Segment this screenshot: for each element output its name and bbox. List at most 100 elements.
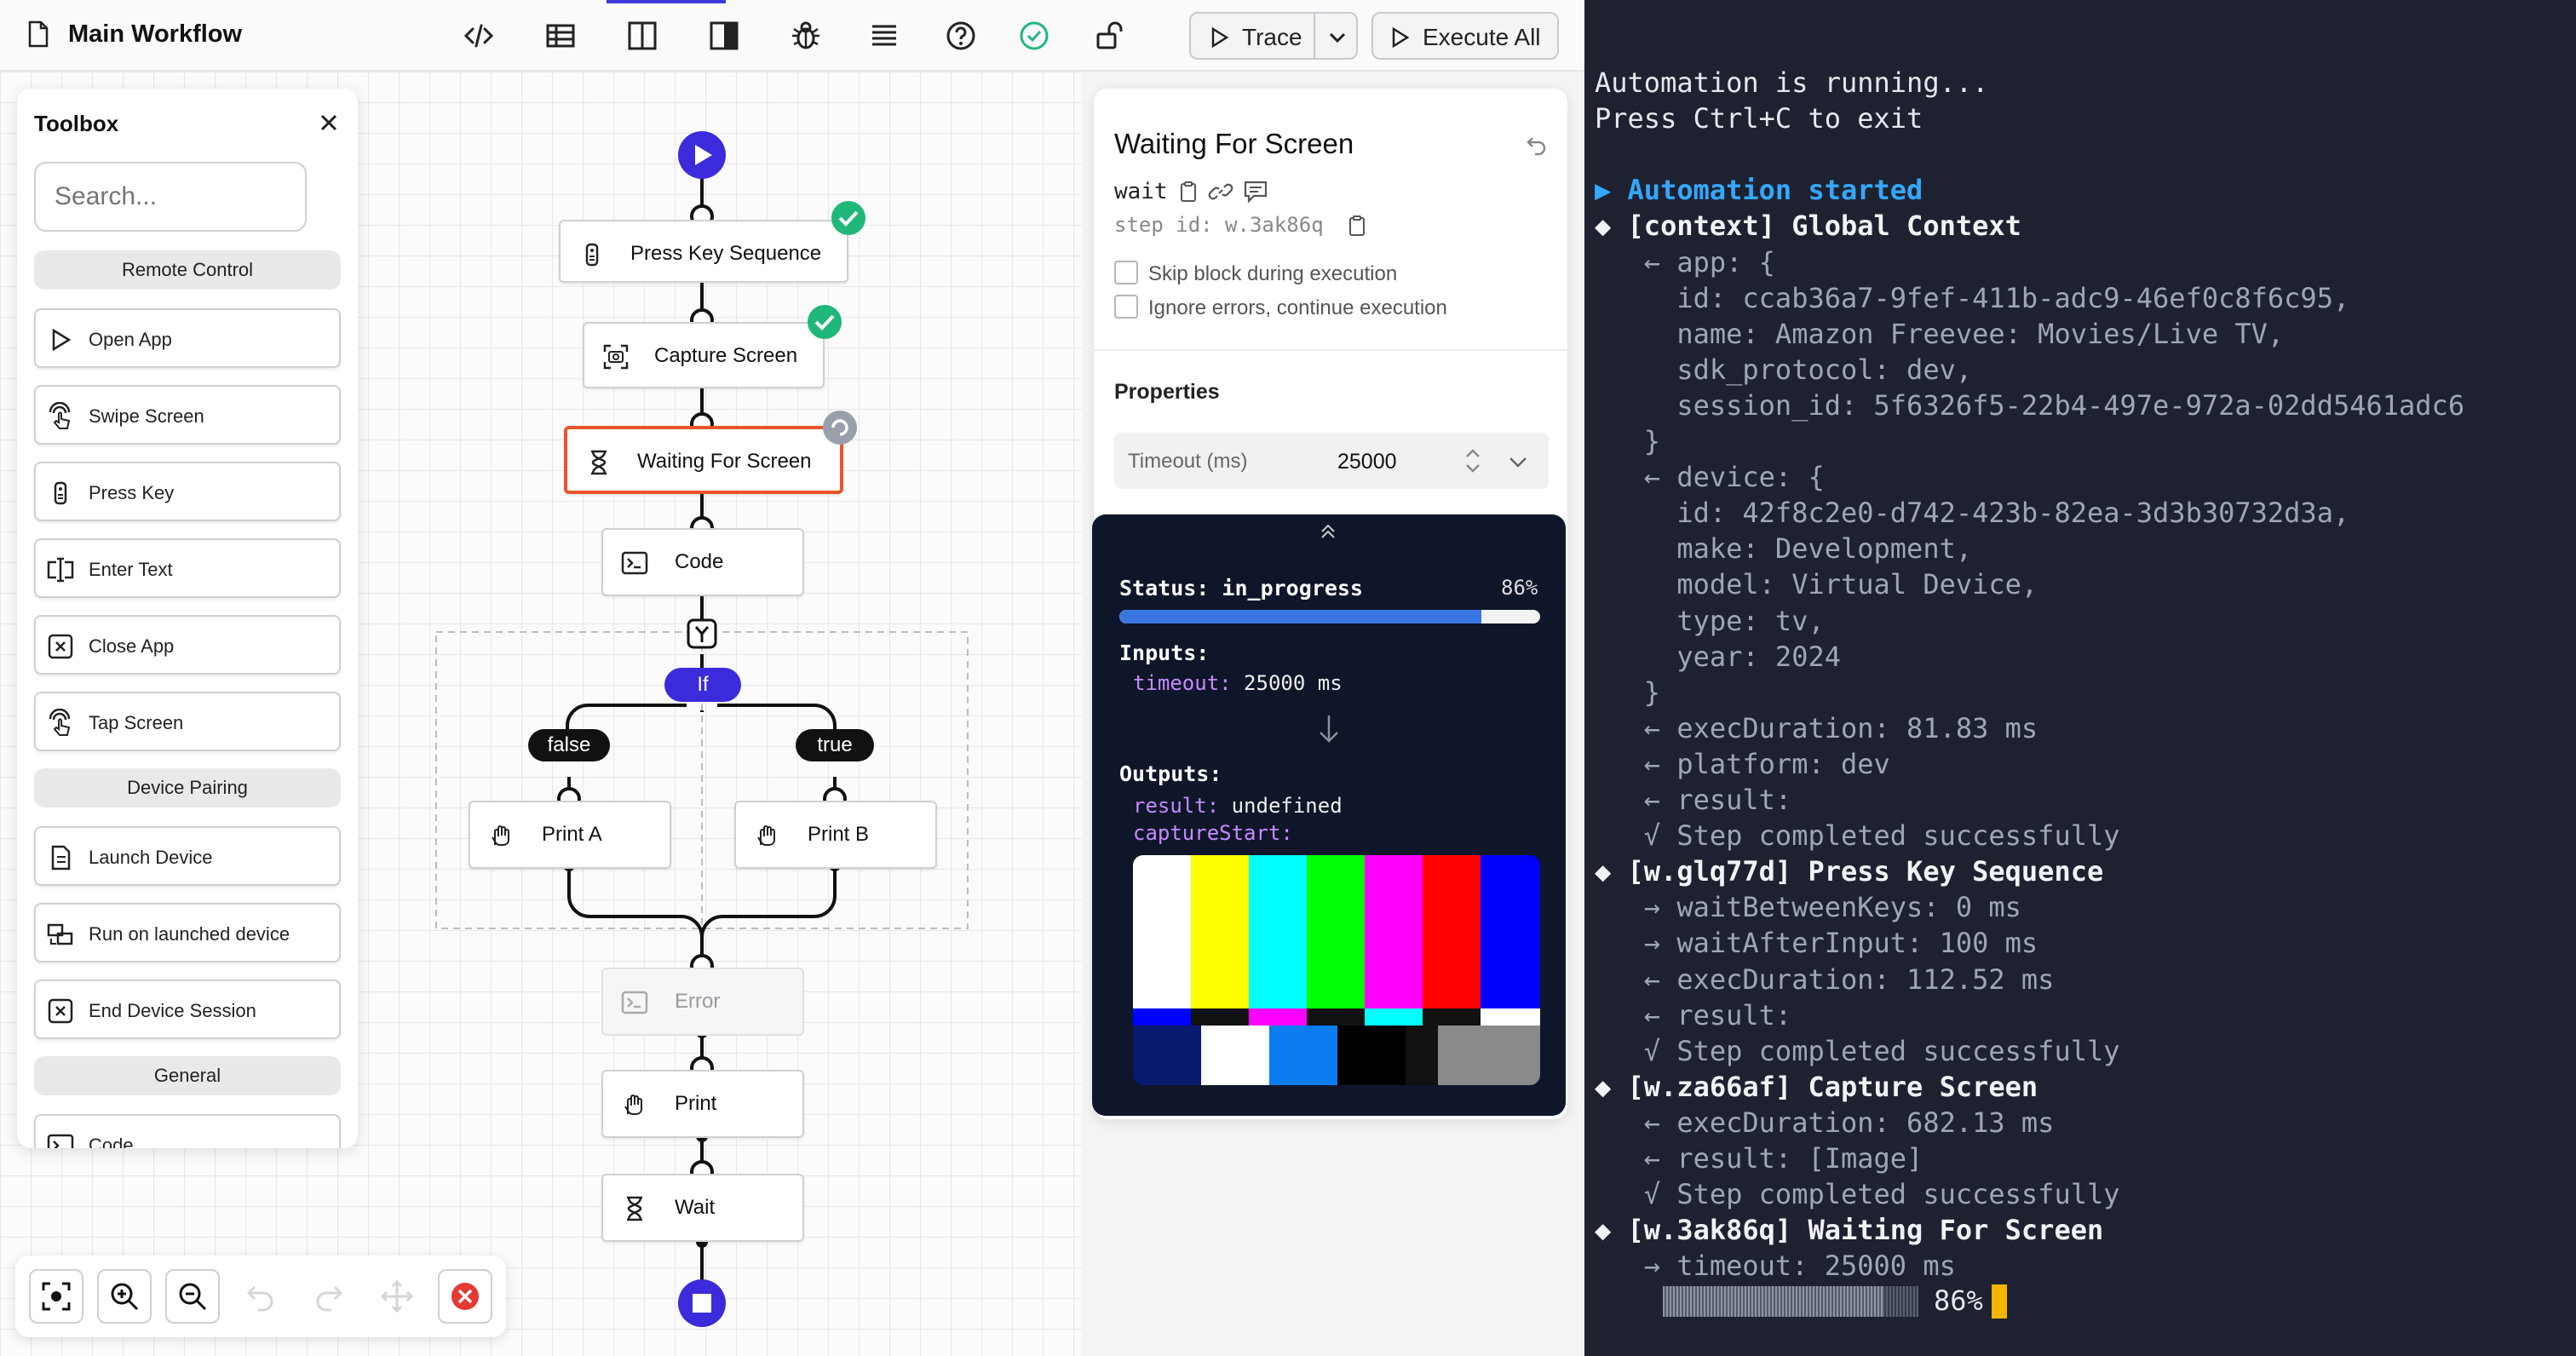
trace-button[interactable]: Trace [1189,12,1358,60]
terminal-line: name: Amazon Freevee: Movies/Live TV, [1595,317,2285,350]
code-view-icon[interactable] [460,17,497,55]
tool-enter-text[interactable]: Enter Text [34,538,341,598]
terminal-line: ◆ [w.3ak86q] Waiting For Screen [1595,1214,2104,1247]
text-cursor-icon [47,557,74,583]
device-launch-icon [51,845,71,870]
remote-icon [585,243,599,267]
node-waiting-for-screen[interactable]: Waiting For Screen [564,426,843,494]
zoom-out-button[interactable] [165,1269,220,1324]
trace-label: Trace [1242,24,1302,50]
node-wait[interactable]: Wait [601,1174,804,1242]
top-toolbar: Main Workflow Trace Execute All [0,0,1584,72]
terminal-output[interactable]: Automation is running...Press Ctrl+C to … [1584,0,2576,1356]
table-view-icon[interactable] [542,17,579,55]
zoom-in-button[interactable] [97,1269,152,1324]
terminal-line: → timeout: 25000 ms [1595,1250,1956,1283]
document-icon [28,20,49,48]
arrow-down-icon [1320,715,1338,743]
validation-check-icon[interactable] [1015,17,1053,55]
move-button[interactable] [370,1269,424,1324]
node-print-a[interactable]: Print A [469,801,671,869]
step-id: step id: w.3ak86q [1114,213,1324,237]
execute-all-button[interactable]: Execute All [1371,12,1559,60]
canvas-controls [15,1255,506,1337]
chevron-up-icon[interactable] [1315,520,1341,545]
fit-view-button[interactable] [29,1269,83,1324]
close-icon[interactable] [315,109,342,136]
tool-swipe-screen[interactable]: Swipe Screen [34,385,341,445]
node-press-key-sequence[interactable]: Press Key Sequence [559,220,848,283]
terminal-line: } [1595,675,1661,709]
close-box-icon [48,998,73,1024]
terminal-line: √ Step completed successfully [1595,819,2120,853]
skip-block-checkbox[interactable] [1114,261,1138,284]
list-view-icon[interactable] [865,17,903,55]
tool-end-device-session[interactable]: End Device Session [34,980,341,1039]
terminal-line: sdk_protocol: dev, [1595,353,1973,386]
terminal-line: ← platform: dev [1595,747,1890,780]
skip-block-label: Skip block during execution [1148,262,1398,285]
hourglass-icon [591,450,607,475]
terminal-line: ← execDuration: 112.52 ms [1595,962,2055,996]
tool-code[interactable]: Code [34,1114,341,1148]
tool-close-app[interactable]: Close App [34,615,341,675]
branch-icon[interactable] [687,618,717,649]
link-icon[interactable] [1208,179,1233,204]
terminal-line: → waitAfterInput: 100 ms [1595,927,2038,960]
debug-bug-icon[interactable] [787,17,825,55]
execute-all-label: Execute All [1423,24,1541,50]
tool-launch-device[interactable]: Launch Device [34,826,341,886]
chevron-down-icon[interactable] [1325,26,1349,49]
node-print[interactable]: Print [601,1070,804,1138]
unlock-icon[interactable] [1090,17,1128,55]
section-general[interactable]: General [34,1056,341,1095]
status-text: Status: in_progress [1119,576,1363,600]
redo-button[interactable] [302,1269,356,1324]
print-hand-icon [757,825,775,846]
terminal-icon [621,991,648,1014]
comment-icon[interactable] [1242,179,1269,204]
undo-button[interactable] [233,1269,288,1324]
node-error[interactable]: Error [601,968,804,1036]
tool-open-app[interactable]: Open App [34,308,341,368]
if-condition[interactable]: If [664,668,741,702]
terminal-line: ← execDuration: 81.83 ms [1595,711,2038,744]
status-progress-fill [1119,610,1481,623]
play-icon [1211,26,1229,49]
timeout-field[interactable]: Timeout (ms) 25000 [1114,433,1549,489]
stop-execution-button[interactable] [438,1269,492,1324]
undo-icon[interactable] [1525,133,1549,157]
ignore-errors-checkbox[interactable] [1114,295,1138,319]
node-code[interactable]: Code [601,528,804,596]
tool-tap-screen[interactable]: Tap Screen [34,692,341,751]
step-title: Waiting For Screen [1114,128,1354,159]
section-remote-control[interactable]: Remote Control [34,250,341,290]
copy-icon[interactable] [1346,215,1368,237]
terminal-line: → waitBetweenKeys: 0 ms [1595,891,2021,924]
section-device-pairing[interactable]: Device Pairing [34,768,341,807]
play-icon [52,328,72,352]
node-print-b[interactable]: Print B [734,801,937,869]
toolbox-search-input[interactable] [34,162,307,232]
copy-icon[interactable] [1177,181,1199,203]
tool-press-key[interactable]: Press Key [34,462,341,521]
help-icon[interactable] [942,17,980,55]
timeout-value[interactable]: 25000 [1337,450,1397,474]
terminal-icon [621,551,648,575]
stepper-icon[interactable] [1462,445,1484,477]
move-icon [380,1279,414,1313]
status-progress-bar [1119,610,1540,623]
toolbox-title: Toolbox [34,111,119,136]
success-check-icon [808,305,842,339]
terminal-line: model: Virtual Device, [1595,568,2038,601]
terminal-line: √ Step completed successfully [1595,1034,2120,1067]
terminal-icon [47,1134,74,1148]
chevron-down-icon[interactable] [1506,450,1530,474]
right-panel-icon[interactable] [705,17,743,55]
terminal-line: ← result: [Image] [1595,1142,1923,1175]
terminal-line: ← execDuration: 682.13 ms [1595,1106,2055,1139]
split-view-icon[interactable] [624,17,661,55]
node-capture-screen[interactable]: Capture Screen [583,322,825,388]
tool-run-on-launched-device[interactable]: Run on launched device [34,903,341,962]
